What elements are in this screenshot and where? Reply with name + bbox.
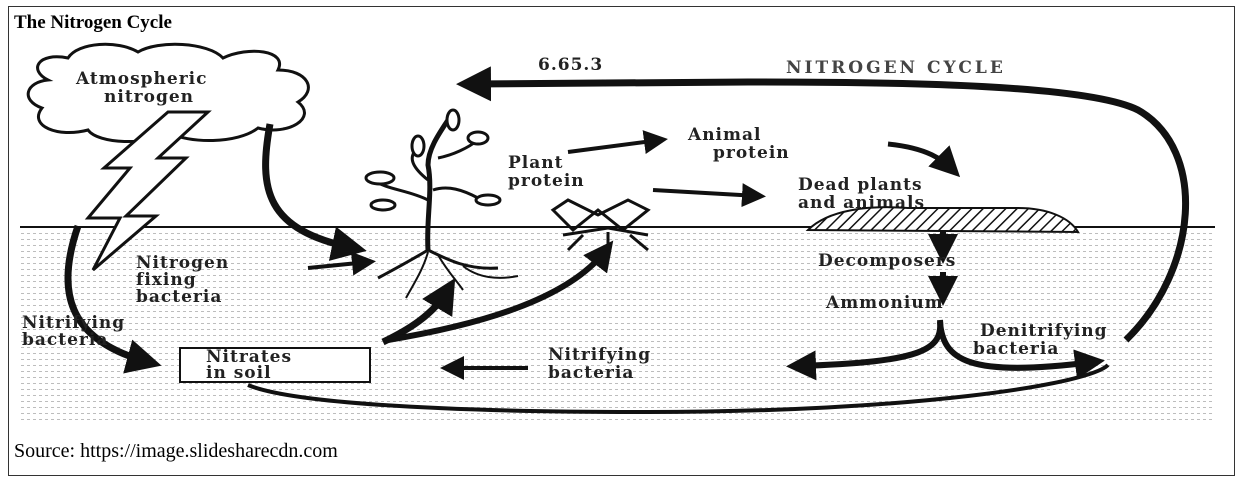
nitrifying-bacteria-bottom-label-2: bacteria xyxy=(548,363,634,383)
nitrogen-cycle-diagram: Atmospheric nitrogen 6.65.3 NITROGEN CYC… xyxy=(8,40,1235,425)
nitrates-label-2: in soil xyxy=(206,363,272,383)
source-caption: Source: https://image.slidesharecdn.com xyxy=(14,440,338,463)
figure-heading: The Nitrogen Cycle xyxy=(14,12,172,34)
denitrifying-bacteria-label-2: bacteria xyxy=(973,339,1059,359)
diagram-code-label: 6.65.3 xyxy=(538,55,603,75)
plant-to-dead-arrow xyxy=(653,190,758,196)
plant-protein-label-1: Plant xyxy=(508,153,563,173)
animal-protein-label-1: Animal xyxy=(687,125,761,145)
atmospheric-nitrogen-label-1: Atmospheric xyxy=(75,69,207,89)
decomposing-matter-mound xyxy=(808,207,1078,232)
nitrifying-bacteria-bottom-label-1: Nitrifying xyxy=(548,345,651,365)
atmospheric-nitrogen-label-2: nitrogen xyxy=(104,87,194,107)
animal-to-dead-arrow xyxy=(888,144,953,170)
nitrogen-fixing-label-3: bacteria xyxy=(136,287,222,307)
decomposers-label: Decomposers xyxy=(818,251,956,271)
nitrifying-bacteria-left-label-2: bacteria xyxy=(22,330,108,350)
plant-protein-label-2: protein xyxy=(508,171,585,191)
animal-protein-label-2: protein xyxy=(713,143,790,163)
diagram-title-label: NITROGEN CYCLE xyxy=(786,58,1006,78)
denitrifying-bacteria-label-1: Denitrifying xyxy=(980,321,1108,341)
dead-plants-label-1: Dead plants xyxy=(798,175,923,195)
plant-to-animal-arrow xyxy=(568,140,660,152)
ammonium-label: Ammonium xyxy=(825,293,944,313)
